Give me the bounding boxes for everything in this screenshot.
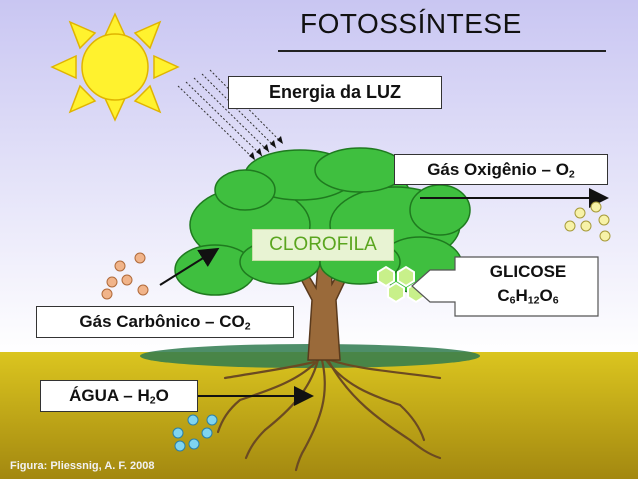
- chlorophyll-label: CLOROFILA: [252, 229, 394, 261]
- carbon-dioxide-arrow: [159, 247, 220, 286]
- carbon-dioxide-label-text: Gás Carbônico – CO: [79, 312, 245, 331]
- formula-o-sub: 6: [552, 294, 559, 307]
- formula-c: C: [497, 286, 510, 305]
- light-energy-label: Energia da LUZ: [228, 76, 442, 109]
- formula-h-sub: 12: [527, 294, 540, 307]
- glucose-formula: C6H12O6: [462, 284, 594, 313]
- water-label: ÁGUA – H2O: [40, 380, 198, 412]
- figure-credit: Figura: Pliessnig, A. F. 2008: [10, 460, 155, 472]
- glucose-callout: [411, 256, 599, 317]
- water-label-suffix: O: [155, 386, 169, 405]
- glucose-label: GLICOSE C6H12O6: [462, 260, 594, 313]
- formula-c-sub: 6: [509, 294, 516, 307]
- co2-molecules: [101, 252, 149, 300]
- light-ray-heads: [249, 136, 283, 160]
- formula-o: O: [539, 286, 553, 305]
- formula-h: H: [515, 286, 528, 305]
- water-label-text: ÁGUA – H: [69, 386, 150, 405]
- water-molecules: [172, 414, 218, 452]
- oxygen-subscript: 2: [568, 168, 575, 181]
- title-underline: [278, 50, 606, 52]
- oxygen-label: Gás Oxigênio – O2: [394, 154, 608, 185]
- carbon-dioxide-subscript: 2: [244, 320, 251, 333]
- page-title: FOTOSSÍNTESE: [300, 8, 522, 39]
- sun-icon: [50, 12, 180, 122]
- water-subscript: 2: [149, 394, 156, 407]
- light-rays: [177, 69, 284, 161]
- oxygen-label-text: Gás Oxigênio – O: [427, 160, 569, 179]
- carbon-dioxide-label: Gás Carbônico – CO2: [36, 306, 294, 338]
- glucose-name: GLICOSE: [489, 262, 567, 281]
- o2-molecules: [564, 201, 611, 242]
